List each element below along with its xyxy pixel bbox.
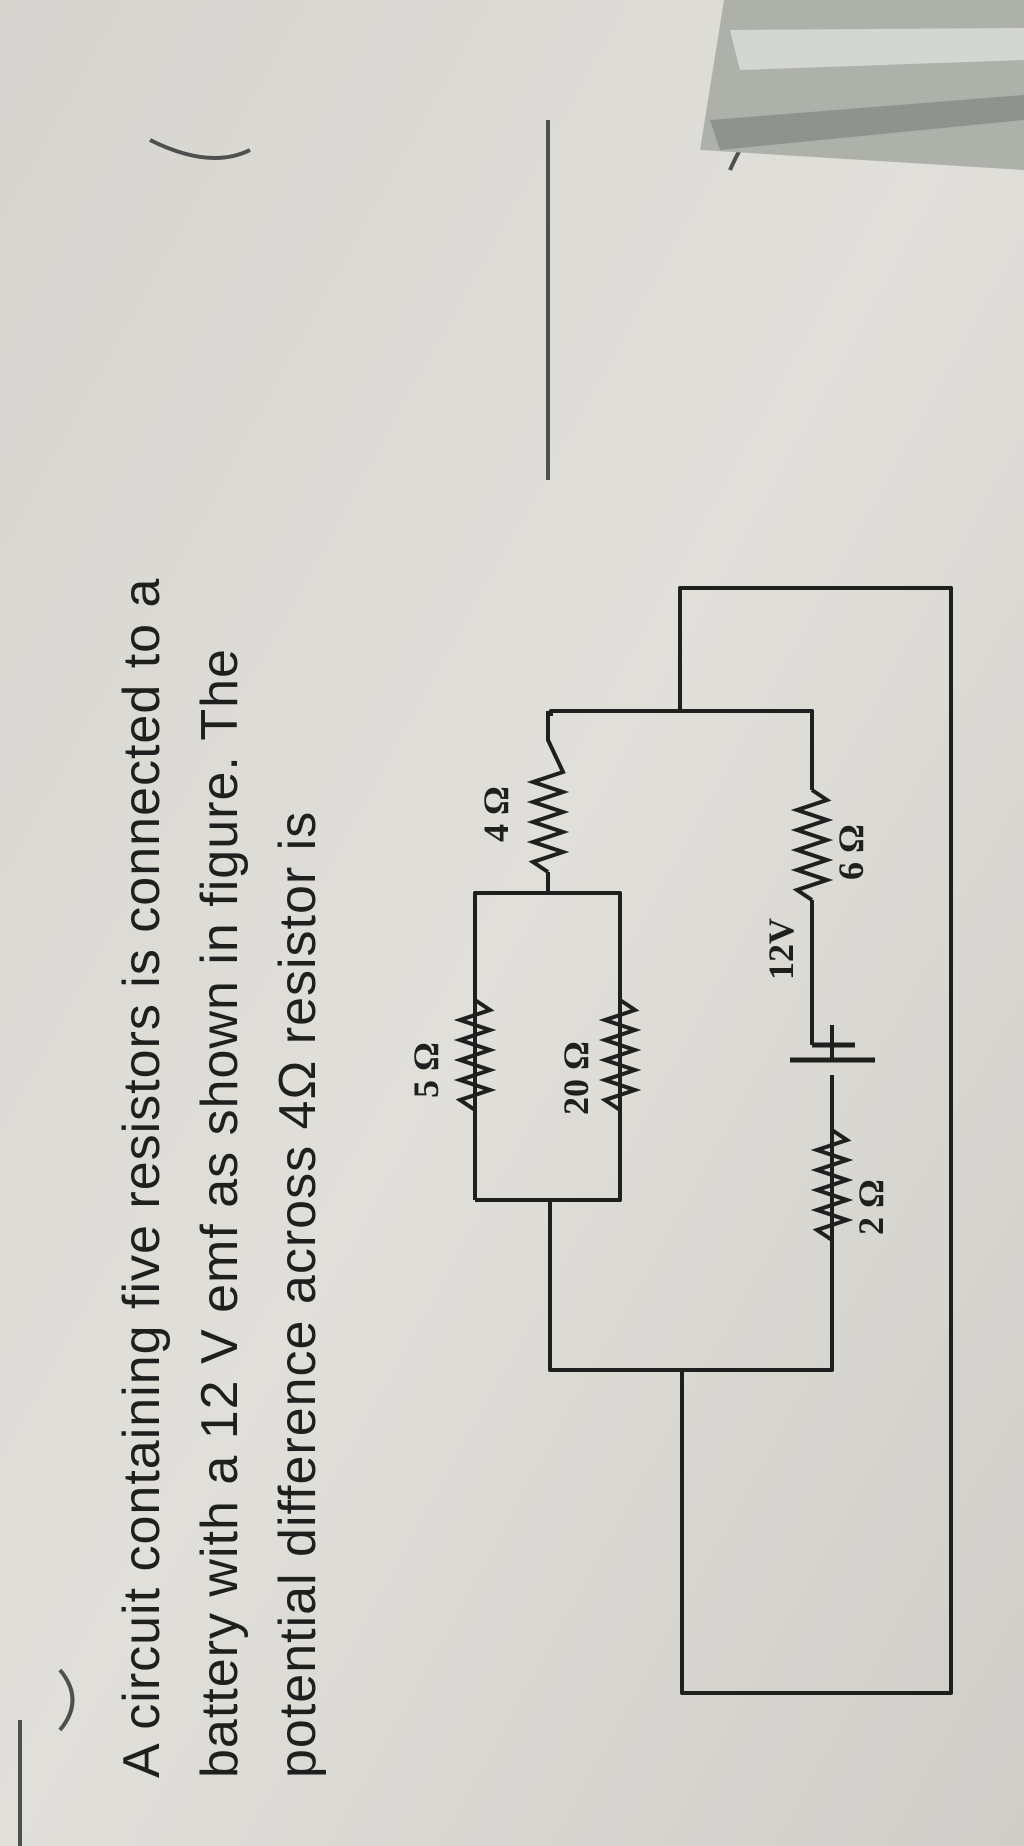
resistor-4ohm: [526, 711, 570, 874]
left-parallel-wire: [473, 891, 622, 1202]
ruler-object: [700, 0, 1024, 170]
question-line-1: A circuit containing five resistors is c…: [113, 577, 171, 1778]
label-6ohm: 6 Ω: [831, 824, 871, 880]
bottom-left-wire: [548, 1204, 834, 1372]
resistor-5ohm: [453, 998, 497, 1112]
battery-12v: [790, 1042, 875, 1063]
outer-wire: [678, 586, 953, 1695]
right-branch-wire: [680, 709, 814, 790]
label-battery: 12V: [761, 918, 801, 980]
label-4ohm: 4 Ω: [476, 786, 516, 842]
label-20ohm: 20 Ω: [556, 1041, 596, 1115]
pencil-paren-top: [149, 138, 251, 160]
label-5ohm: 5 Ω: [406, 1042, 446, 1098]
label-2ohm: 2 Ω: [851, 1179, 891, 1235]
resistor-2ohm: [810, 1075, 854, 1242]
pencil-curve: [58, 1668, 75, 1732]
resistor-20ohm: [598, 998, 642, 1112]
question-line-3: potential difference across 4Ω resistor …: [269, 810, 327, 1778]
top-wire: [549, 598, 682, 716]
resistor-6ohm: [790, 788, 834, 902]
question-line-2: battery with a 12 V emf as shown in figu…: [191, 648, 249, 1778]
